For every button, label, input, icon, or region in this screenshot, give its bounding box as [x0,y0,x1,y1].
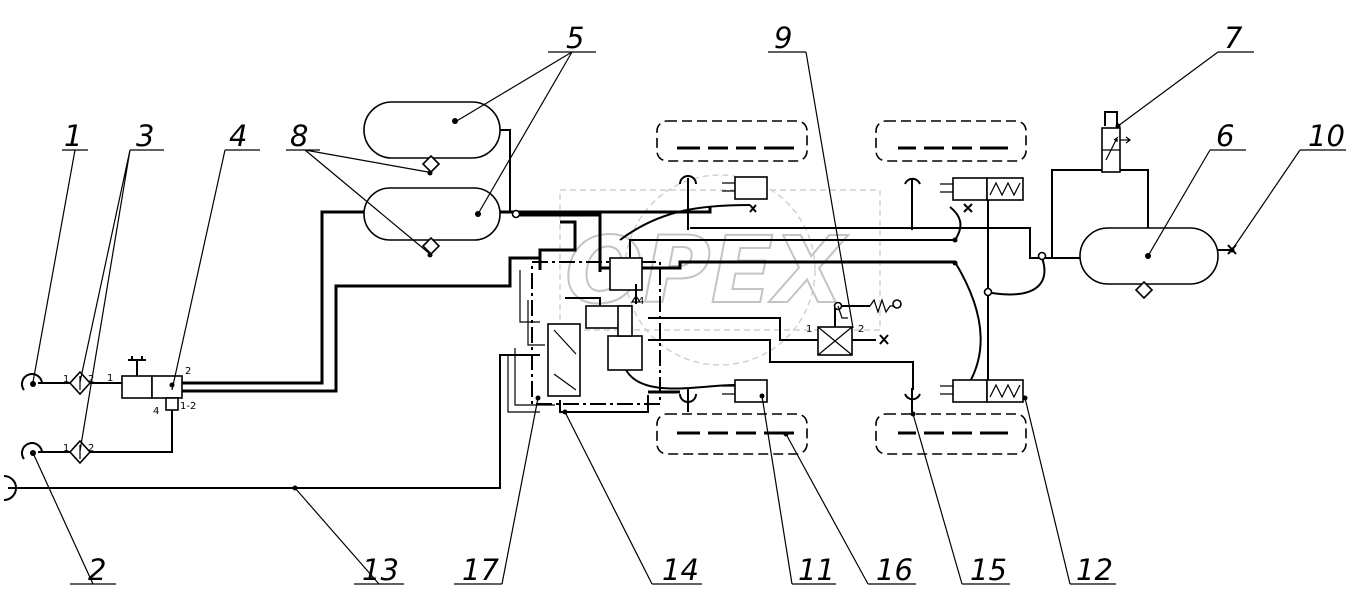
callout-9: 9 [774,21,792,55]
port-label: 2 [858,324,864,335]
control-valve-9: 1 2 [806,298,902,356]
coupling-line-13 [3,475,17,501]
air-receiver-upper [363,101,501,174]
callout-12: 12 [1076,553,1113,587]
line-filter-top: 1 2 [63,370,94,396]
wheel-rear-left [656,413,808,455]
callout-16: 16 [876,553,913,587]
callout-13: 13 [362,553,399,587]
port-label: 2 [185,366,191,377]
coupling-head-1 [21,373,43,391]
wheel-front-left [656,120,808,162]
port-label: 2 [88,443,94,454]
port-label: 1 [107,373,113,384]
wheel-front-right [875,120,1027,162]
callout-1: 1 [64,119,82,153]
brake-control-module-14: 4 [531,257,661,405]
callout-10: 10 [1308,119,1345,153]
callout-2: 2 [88,553,106,587]
callout-17: 17 [462,553,499,587]
air-receiver-lower [363,187,501,256]
port-label: 1 [806,324,812,335]
port-label: 4 [638,296,644,307]
callout-11: 11 [798,553,835,587]
callout-15: 15 [970,553,1007,587]
callout-4: 4 [229,119,247,153]
callout-7: 7 [1224,21,1243,55]
pressure-valve-7 [1101,111,1131,173]
callout-numbers: 1 3 4 8 5 9 7 6 10 2 13 17 14 11 16 15 1… [64,21,1345,587]
port-label: 1 [63,374,69,385]
wheel-rear-right [875,413,1027,455]
air-receiver-6 [1079,227,1219,300]
port-label: 4 [153,406,159,417]
brake-chambers-11 [722,176,768,403]
wheel-speed-sensors-15 [679,175,921,412]
line-filter-bottom: 1 2 [63,439,94,465]
callout-8: 8 [290,119,308,153]
port-label: 2 [88,374,94,385]
port-label: 1 [63,443,69,454]
condensate-drain-valves-8 [427,170,433,258]
control-valve-4: 1 2 4 1-2 [107,356,196,417]
spring-brake-chambers-12 [940,177,1024,403]
leader-lines [32,51,1346,585]
callout-14: 14 [662,553,699,587]
callout-3: 3 [136,119,154,153]
port-label: 1-2 [180,401,196,412]
callout-5: 5 [566,21,584,55]
callout-6: 6 [1216,119,1234,153]
